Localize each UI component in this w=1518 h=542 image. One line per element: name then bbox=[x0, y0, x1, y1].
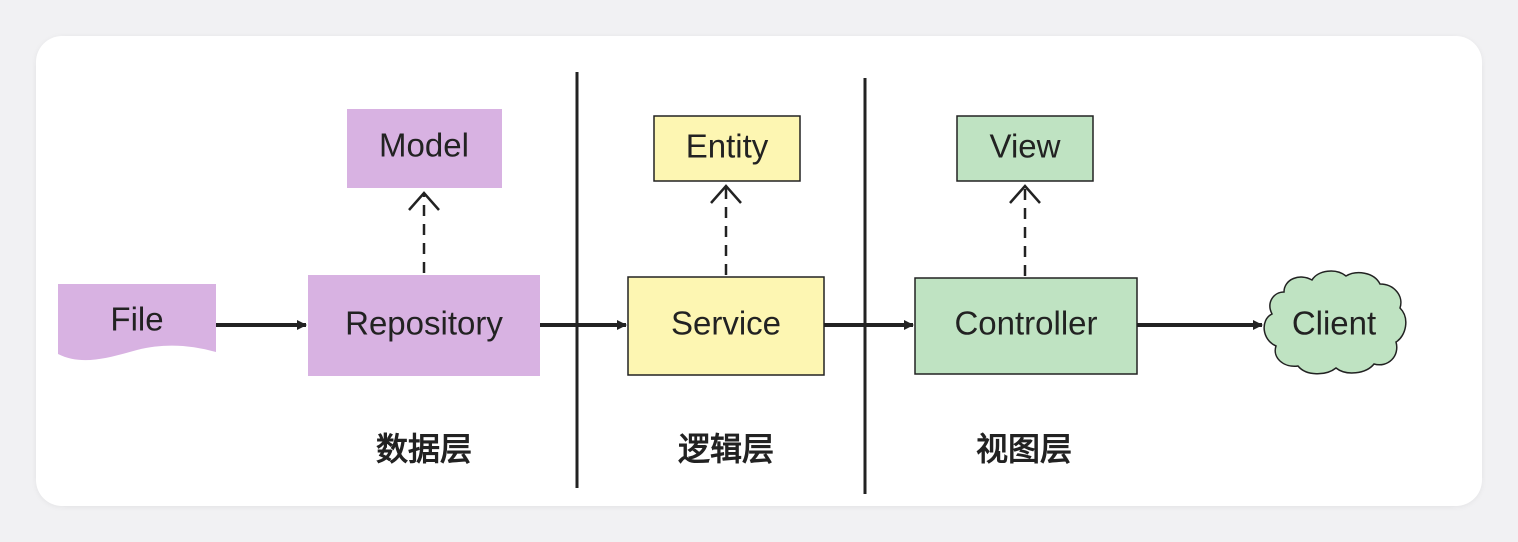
layer-label-data: 数据层 bbox=[376, 430, 472, 468]
client-node bbox=[1263, 270, 1407, 375]
view-label: View bbox=[990, 128, 1061, 165]
layer-label-view: 视图层 bbox=[976, 430, 1072, 468]
entity-node bbox=[653, 115, 801, 182]
controller-node bbox=[914, 277, 1138, 375]
file-node bbox=[58, 284, 216, 361]
dashed-arrow-service-to-entity bbox=[710, 184, 742, 275]
view-node bbox=[956, 115, 1094, 182]
dashed-arrow-repository-to-model bbox=[408, 191, 440, 273]
model-node bbox=[347, 109, 502, 188]
repository-node bbox=[308, 275, 540, 376]
layer-label-logic: 逻辑层 bbox=[678, 430, 774, 468]
controller-label: Controller bbox=[954, 305, 1097, 342]
service-label: Service bbox=[671, 305, 781, 342]
repository-label: Repository bbox=[345, 305, 503, 342]
file-label: File bbox=[110, 301, 163, 338]
service-node bbox=[627, 276, 825, 376]
client-label: Client bbox=[1292, 305, 1376, 342]
dashed-arrow-controller-to-view bbox=[1009, 184, 1041, 276]
model-label: Model bbox=[379, 127, 469, 164]
diagram-card bbox=[36, 36, 1482, 506]
entity-label: Entity bbox=[686, 128, 769, 165]
